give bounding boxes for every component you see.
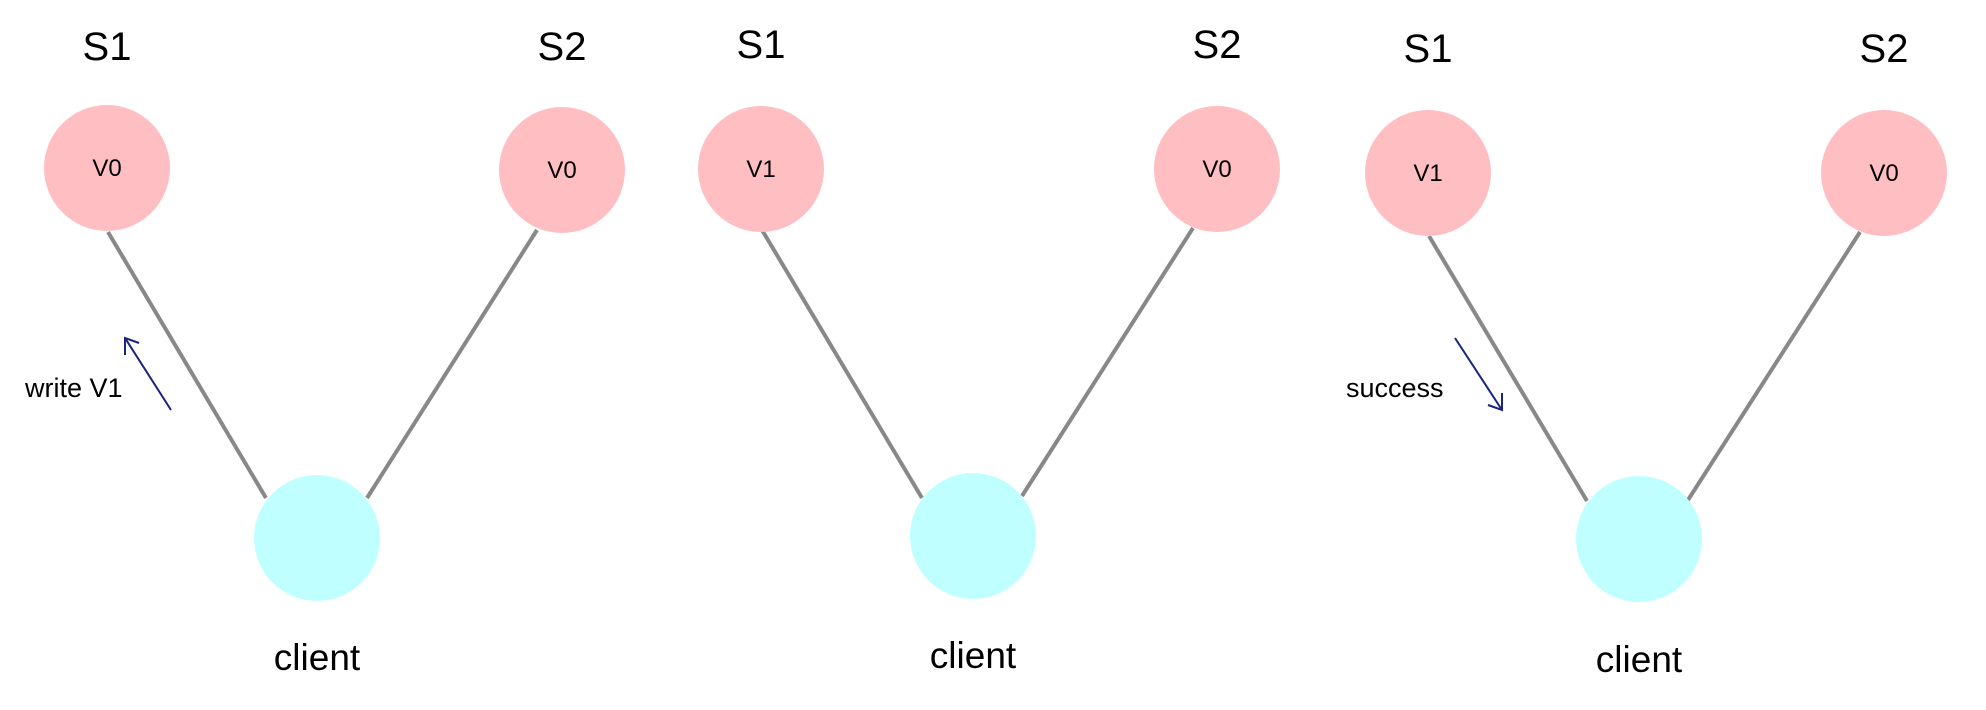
client-label: client bbox=[274, 637, 361, 678]
link-s2-client bbox=[365, 228, 539, 500]
panel-2: S1 V1 S2 V0 client bbox=[698, 23, 1280, 676]
s1-version: V0 bbox=[92, 155, 121, 182]
link-s1-client bbox=[760, 228, 924, 500]
panel-1: S1 V0 S2 V0 client write V1 bbox=[24, 25, 625, 678]
down-arrow-icon bbox=[1454, 337, 1503, 412]
s1-label: S1 bbox=[83, 25, 132, 69]
up-arrow-icon bbox=[124, 336, 172, 411]
panel-3: S1 V1 S2 V0 client success bbox=[1346, 27, 1947, 680]
s2-version: V0 bbox=[1202, 156, 1231, 183]
message-label: success bbox=[1346, 373, 1444, 403]
s2-label: S2 bbox=[538, 25, 587, 69]
client-node bbox=[910, 473, 1036, 599]
link-s2-client bbox=[1020, 226, 1195, 498]
s2-version: V0 bbox=[1869, 160, 1898, 187]
s2-label: S2 bbox=[1193, 23, 1242, 67]
s2-node bbox=[1154, 106, 1280, 232]
s1-label: S1 bbox=[737, 23, 786, 67]
client-label: client bbox=[930, 635, 1017, 676]
s1-label: S1 bbox=[1404, 27, 1453, 71]
s1-node bbox=[44, 105, 170, 231]
s1-version: V1 bbox=[746, 156, 775, 183]
link-s1-client bbox=[1427, 234, 1589, 503]
s2-label: S2 bbox=[1860, 27, 1909, 71]
s1-node bbox=[698, 106, 824, 232]
client-node bbox=[254, 475, 380, 601]
link-s1-client bbox=[106, 230, 268, 500]
client-label: client bbox=[1596, 639, 1683, 680]
link-s2-client bbox=[1686, 230, 1862, 502]
s1-version: V1 bbox=[1413, 160, 1442, 187]
client-node bbox=[1576, 476, 1702, 602]
s1-node bbox=[1365, 110, 1491, 236]
s2-node bbox=[499, 107, 625, 233]
s2-node bbox=[1821, 110, 1947, 236]
s2-version: V0 bbox=[547, 157, 576, 184]
message-label: write V1 bbox=[24, 373, 123, 403]
